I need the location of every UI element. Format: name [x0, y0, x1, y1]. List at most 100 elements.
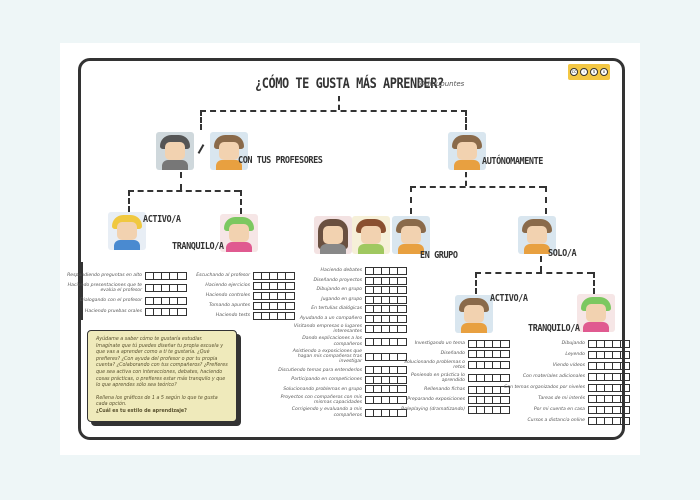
rating-box[interactable] [398, 306, 406, 312]
rating-box[interactable] [366, 409, 374, 416]
rating-box[interactable] [493, 341, 501, 347]
rating-box[interactable] [382, 338, 390, 345]
rating-box[interactable] [390, 315, 398, 322]
rating-box[interactable] [382, 397, 390, 404]
rating-box[interactable] [254, 283, 262, 289]
rating-box[interactable] [493, 362, 501, 369]
rating-box[interactable] [374, 386, 382, 393]
rating-box[interactable] [366, 315, 374, 322]
rating-box[interactable] [605, 407, 613, 413]
rating-box[interactable] [170, 297, 178, 304]
rating-box[interactable] [469, 375, 477, 382]
rating-box[interactable] [613, 352, 621, 358]
rating-box[interactable] [390, 296, 398, 303]
rating-box[interactable] [382, 326, 390, 333]
rating-box[interactable] [493, 375, 501, 382]
rating-box[interactable] [374, 315, 382, 322]
rating-box[interactable] [485, 396, 493, 403]
rating-box[interactable] [390, 367, 398, 374]
rating-box[interactable] [374, 397, 382, 404]
rating-box[interactable] [613, 341, 621, 347]
rating-box[interactable] [270, 303, 278, 309]
rating-box[interactable] [262, 293, 270, 299]
rating-box[interactable] [270, 293, 278, 299]
rating-box[interactable] [605, 341, 613, 347]
rating-box[interactable] [262, 273, 270, 279]
rating-box[interactable] [382, 268, 390, 274]
rating-box[interactable] [390, 338, 398, 345]
rating-box[interactable] [278, 283, 286, 289]
rating-box[interactable] [597, 374, 605, 380]
rating-box[interactable] [170, 308, 178, 315]
rating-box[interactable] [146, 297, 154, 304]
rating-box[interactable] [374, 376, 382, 383]
rating-box[interactable] [170, 273, 178, 279]
rating-box[interactable] [493, 386, 501, 393]
rating-box[interactable] [589, 352, 597, 358]
rating-box[interactable] [366, 296, 374, 303]
rating-box[interactable] [613, 418, 621, 424]
rating-box[interactable] [398, 278, 406, 284]
rating-box[interactable] [382, 287, 390, 293]
rating-box[interactable] [485, 341, 493, 347]
rating-box[interactable] [382, 277, 390, 284]
rating-box[interactable] [390, 397, 398, 404]
rating-box[interactable] [597, 363, 605, 369]
rating-box[interactable] [382, 353, 390, 360]
rating-box[interactable] [366, 268, 374, 274]
rating-box[interactable] [374, 296, 382, 303]
rating-box[interactable] [589, 407, 597, 413]
rating-box[interactable] [254, 293, 262, 299]
rating-box[interactable] [154, 285, 162, 292]
rating-box[interactable] [366, 397, 374, 404]
rating-box[interactable] [270, 273, 278, 279]
rating-box[interactable] [254, 273, 262, 279]
rating-box[interactable] [382, 306, 390, 312]
rating-box[interactable] [485, 375, 493, 382]
rating-box[interactable] [374, 268, 382, 274]
rating-box[interactable] [278, 273, 286, 279]
rating-box[interactable] [398, 287, 406, 293]
rating-box[interactable] [390, 306, 398, 312]
rating-box[interactable] [382, 315, 390, 322]
rating-box[interactable] [390, 326, 398, 333]
rating-box[interactable] [589, 385, 597, 391]
rating-box[interactable] [398, 316, 406, 322]
rating-box[interactable] [262, 283, 270, 289]
rating-box[interactable] [382, 367, 390, 374]
rating-box[interactable] [597, 396, 605, 402]
rating-box[interactable] [613, 374, 621, 380]
rating-box[interactable] [382, 376, 390, 383]
rating-box[interactable] [366, 306, 374, 312]
rating-box[interactable] [390, 287, 398, 293]
rating-box[interactable] [374, 287, 382, 293]
rating-box[interactable] [469, 341, 477, 347]
rating-box[interactable] [605, 396, 613, 402]
rating-box[interactable] [485, 406, 493, 413]
rating-box[interactable] [162, 273, 170, 279]
rating-box[interactable] [398, 297, 406, 303]
rating-box[interactable] [390, 376, 398, 383]
rating-box[interactable] [477, 406, 485, 413]
rating-box[interactable] [374, 409, 382, 416]
rating-box[interactable] [146, 273, 154, 279]
rating-box[interactable] [278, 303, 286, 309]
rating-box[interactable] [493, 406, 501, 413]
rating-box[interactable] [278, 293, 286, 299]
rating-box[interactable] [493, 351, 501, 357]
rating-box[interactable] [162, 297, 170, 304]
rating-box[interactable] [493, 396, 501, 403]
rating-box[interactable] [589, 363, 597, 369]
rating-box[interactable] [366, 353, 374, 360]
rating-box[interactable] [366, 386, 374, 393]
rating-box[interactable] [477, 375, 485, 382]
rating-box[interactable] [390, 268, 398, 274]
rating-box[interactable] [390, 409, 398, 416]
rating-box[interactable] [605, 385, 613, 391]
rating-box[interactable] [278, 313, 286, 319]
rating-box[interactable] [146, 308, 154, 315]
rating-box[interactable] [621, 396, 629, 402]
rating-box[interactable] [621, 385, 629, 391]
rating-box[interactable] [398, 268, 406, 274]
rating-box[interactable] [477, 396, 485, 403]
